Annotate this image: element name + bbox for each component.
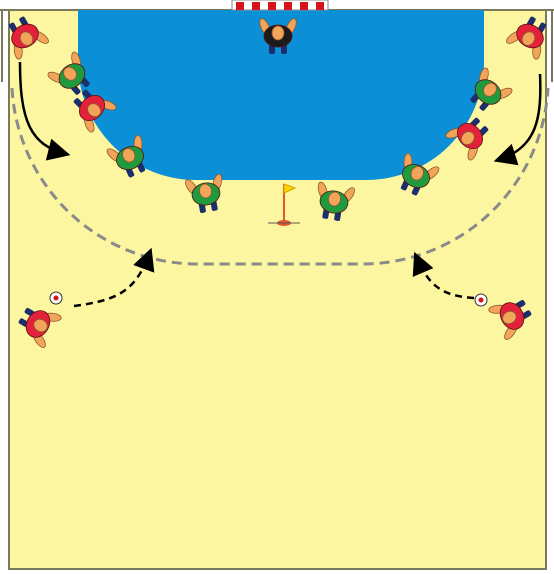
ball-left-back	[50, 292, 62, 304]
goal	[232, 0, 328, 10]
ball-right-back	[475, 294, 487, 306]
